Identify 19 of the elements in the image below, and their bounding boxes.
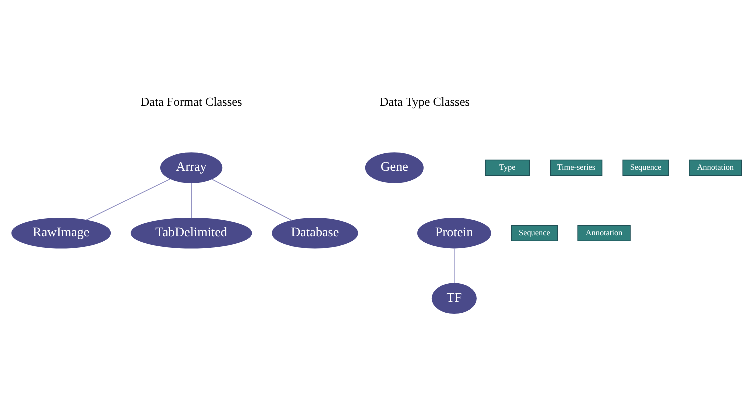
node-ellipse: TabDelimited	[130, 217, 252, 248]
node-box: Type	[485, 159, 530, 176]
node-ellipse: RawImage	[12, 217, 112, 248]
label: Data Type Classes	[380, 94, 470, 108]
node-box: Time-series	[550, 159, 603, 176]
node-ellipse: Protein	[418, 217, 492, 248]
connector	[212, 178, 292, 220]
node-box: Sequence	[511, 224, 558, 242]
node-ellipse: TF	[432, 282, 477, 314]
connector	[86, 178, 172, 220]
node-box: Sequence	[622, 159, 670, 176]
node-ellipse: Database	[272, 217, 358, 248]
connector	[191, 182, 192, 218]
node-ellipse: Gene	[365, 152, 424, 183]
label: Data Format Classes	[140, 94, 242, 108]
node-box: Annotation	[689, 159, 742, 176]
node-ellipse: Array	[160, 152, 223, 183]
node-box: Annotation	[578, 224, 631, 242]
connector	[454, 248, 455, 284]
